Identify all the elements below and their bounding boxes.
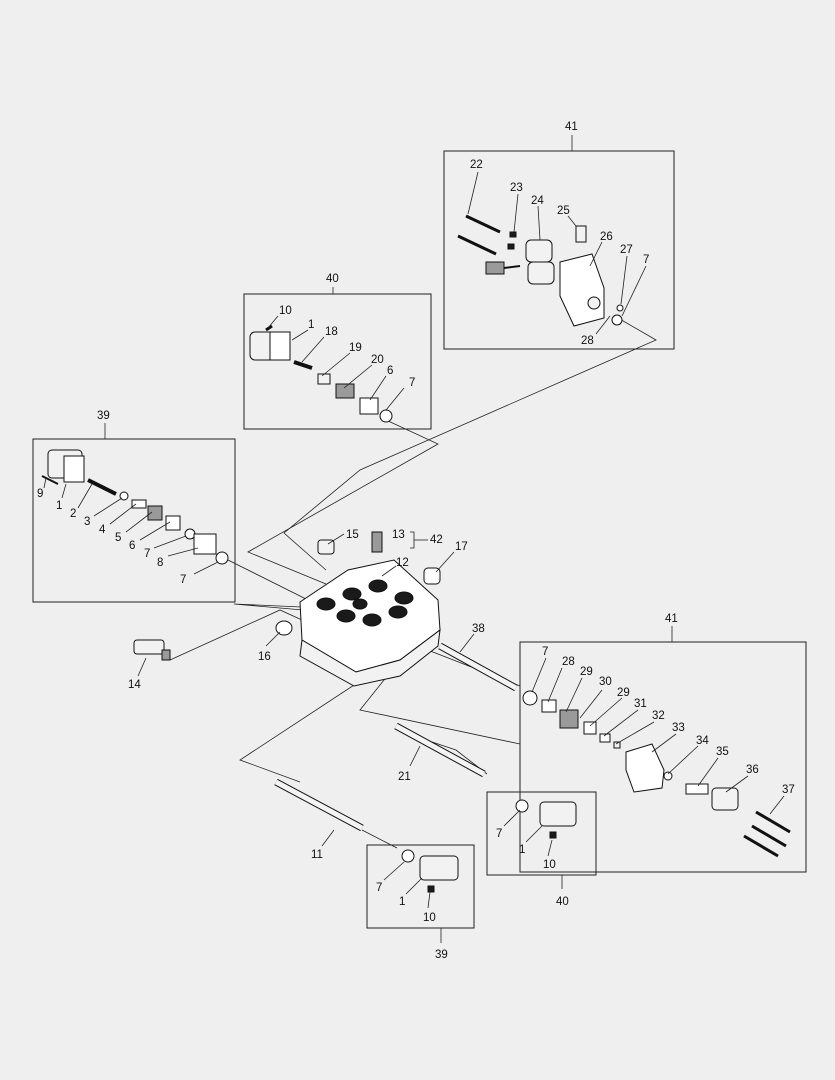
- callout-2: 2: [70, 508, 76, 520]
- callout-18: 18: [325, 326, 338, 338]
- label-group-39-left: 39: [97, 410, 110, 422]
- callout-19: 19: [349, 342, 362, 354]
- callout-22: 22: [470, 159, 483, 171]
- callout-3: 3: [84, 516, 90, 528]
- callout-23: 23: [510, 182, 523, 194]
- callout-7-group40-bottom: 7: [496, 828, 502, 840]
- group-39-left-parts: [41, 449, 229, 565]
- callout-7-group39-bottom: 7: [376, 882, 382, 894]
- callout-6-group40-top: 6: [387, 365, 393, 377]
- frame-group-40-bottom: [486, 791, 597, 876]
- main-valve-body: [133, 531, 441, 687]
- callout-34: 34: [696, 735, 709, 747]
- callout-1-group40-bottom: 1: [519, 844, 525, 856]
- callout-9: 9: [37, 488, 43, 500]
- frame-group-41-top: [443, 150, 675, 350]
- callout-7-group40-top: 7: [409, 377, 415, 389]
- leader-lines: [43, 171, 785, 909]
- callout-1-group39-left: 1: [56, 500, 62, 512]
- callout-28-group41-top: 28: [581, 335, 594, 347]
- callout-28-group41-right: 28: [562, 656, 575, 668]
- callout-10-group40-top: 10: [279, 305, 292, 317]
- callout-13: 13: [392, 529, 405, 541]
- frame-group-41-right: [519, 641, 807, 873]
- callout-24: 24: [531, 195, 544, 207]
- callout-30: 30: [599, 676, 612, 688]
- callout-20: 20: [371, 354, 384, 366]
- group-40-bottom-parts: [515, 799, 577, 839]
- label-group-40-top: 40: [326, 273, 339, 285]
- callout-17: 17: [455, 541, 468, 553]
- frame-group-39-left: [32, 438, 236, 603]
- group-labels: 41 40 39 41 40 39: [97, 121, 678, 961]
- callout-42: 42: [430, 534, 443, 546]
- callout-1-group40-top: 1: [308, 319, 314, 331]
- callout-38: 38: [472, 623, 485, 635]
- frame-group-39-bottom: [366, 844, 475, 929]
- callout-21: 21: [398, 771, 411, 783]
- callout-15: 15: [346, 529, 359, 541]
- callout-5: 5: [115, 532, 121, 544]
- connector-lines: [169, 317, 657, 849]
- group-41-top-parts: [457, 214, 624, 327]
- callout-27: 27: [620, 244, 633, 256]
- label-group-39-bottom: 39: [435, 949, 448, 961]
- callout-7-group41-right: 7: [542, 646, 548, 658]
- callout-26: 26: [600, 231, 613, 243]
- callout-12: 12: [396, 557, 409, 569]
- spools: [274, 642, 518, 832]
- callout-29-a: 29: [580, 666, 593, 678]
- label-group-40-bottom: 40: [556, 896, 569, 908]
- callout-25: 25: [557, 205, 570, 217]
- group-40-top-parts: [249, 324, 393, 423]
- callout-16: 16: [258, 651, 271, 663]
- callout-36: 36: [746, 764, 759, 776]
- callout-37: 37: [782, 784, 795, 796]
- frame-group-40-top: [243, 293, 432, 430]
- callout-11: 11: [311, 849, 323, 861]
- group-41-right-parts: [522, 690, 791, 858]
- callout-1-group39-bottom: 1: [399, 896, 405, 908]
- callout-29-b: 29: [617, 687, 630, 699]
- callout-6-group39-left: 6: [129, 540, 135, 552]
- callout-4: 4: [99, 524, 106, 536]
- callout-labels: 22 23 24 25 26 27 7 28 10 1 18 19 20 6 7…: [37, 159, 795, 924]
- group-39-bottom-parts: [401, 849, 459, 893]
- callout-33: 33: [672, 722, 685, 734]
- callout-31: 31: [634, 698, 647, 710]
- callout-7-group39-left-b: 7: [180, 574, 186, 586]
- label-group-41-top: 41: [565, 121, 578, 133]
- callout-35: 35: [716, 746, 729, 758]
- label-group-41-right: 41: [665, 613, 678, 625]
- callout-14: 14: [128, 679, 141, 691]
- callout-10-group40-bottom: 10: [543, 859, 556, 871]
- callout-7-group41-top: 7: [643, 254, 649, 266]
- callout-7-group39-left-a: 7: [144, 548, 150, 560]
- callout-10-group39-bottom: 10: [423, 912, 436, 924]
- callout-8: 8: [157, 557, 163, 569]
- callout-32: 32: [652, 710, 665, 722]
